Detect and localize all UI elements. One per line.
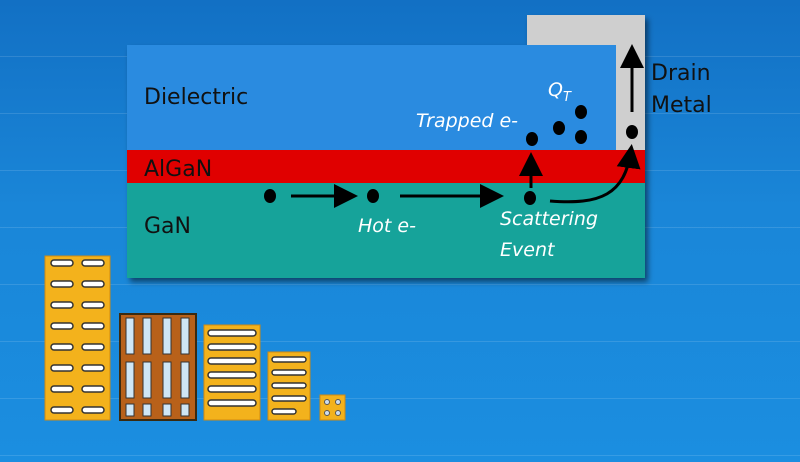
algan-layer: [127, 150, 645, 183]
dielectric-layer: [127, 45, 616, 150]
event-label: Event: [500, 239, 556, 261]
electrons: [264, 105, 638, 205]
charge-label: QT: [548, 79, 572, 105]
gan-label: GaN: [144, 214, 191, 239]
trapped-label: Trapped e-: [416, 110, 518, 132]
scattering-label: Scattering: [500, 208, 598, 230]
dielectric-label: Dielectric: [144, 85, 248, 110]
hot-electron-label: Hot e-: [358, 215, 416, 237]
algan-label: AlGaN: [144, 157, 212, 182]
gan-layer: [127, 183, 645, 278]
arrows: [291, 44, 644, 208]
gan-chips: [44, 255, 346, 421]
metal-label: Metal: [651, 93, 712, 118]
drain-label: Drain: [651, 61, 711, 86]
